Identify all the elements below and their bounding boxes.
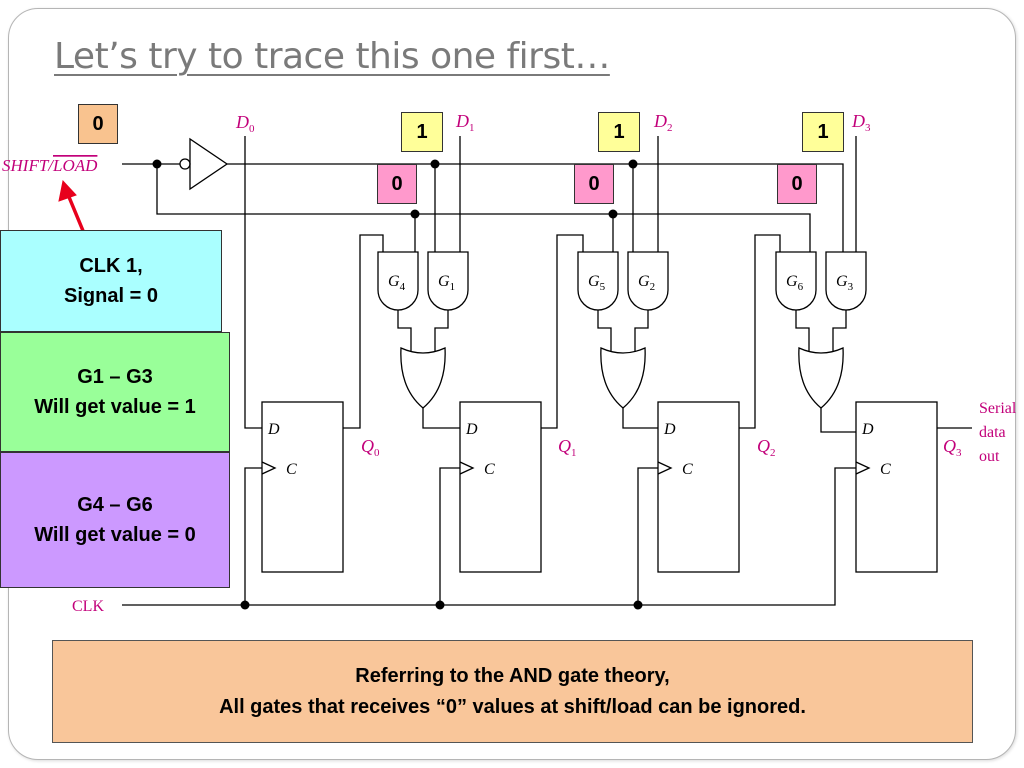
q1-feedback (541, 234, 584, 429)
gate-g1 (427, 251, 469, 311)
ff3-d-label: D (861, 421, 874, 438)
gate-g3 (825, 251, 867, 311)
inverter-triangle (189, 137, 229, 191)
ff1-d-label: D (465, 421, 478, 438)
gate-g3-label: G3 (836, 273, 854, 293)
ff1-c-label: C (484, 461, 495, 478)
or-gate-1 (400, 347, 446, 409)
inverted-value-box-1: 0 (377, 164, 417, 204)
d1-label: D1 (455, 111, 475, 134)
gate-g4 (377, 251, 419, 311)
inverter-bubble (179, 158, 191, 170)
gate-g1-label: G1 (438, 273, 455, 293)
d2-label: D2 (653, 111, 673, 134)
inverted-value-box-2: 0 (574, 164, 614, 204)
clk-label: CLK (72, 598, 104, 615)
panel-g1-g3-line2: Will get value = 1 (34, 396, 196, 418)
shift-load-label: SHIFT/LOAD (2, 156, 98, 175)
ff2-d-label: D (663, 421, 676, 438)
panel-g1-g3: G1 – G3 Will get value = 1 (0, 332, 230, 452)
flip-flop-2 (657, 401, 740, 573)
gate-g5-label: G5 (588, 273, 606, 293)
panel-clk-signal: CLK 1, Signal = 0 (0, 230, 222, 332)
explanation-note: Referring to the AND gate theory, All ga… (52, 640, 973, 743)
d0-wire (244, 136, 262, 429)
serial-out-line2: data (979, 424, 1006, 441)
slide-title: Let’s try to trace this one first… (54, 36, 610, 77)
panel-clk-line2: Signal = 0 (64, 285, 158, 307)
gate-g5 (577, 251, 619, 311)
or-gate-2 (600, 347, 646, 409)
d1-value-box: 1 (401, 112, 443, 152)
ff3-c-label: C (880, 461, 891, 478)
flip-flop-0 (261, 401, 344, 573)
true-line (156, 164, 811, 252)
gate-g2 (627, 251, 669, 311)
q0-label: Q0 (361, 436, 380, 459)
clk-wire (122, 467, 856, 606)
q3-label: Q3 (943, 436, 962, 459)
gate-g2-label: G2 (638, 273, 655, 293)
junction-dots (152, 159, 643, 610)
inverted-value-box-3: 0 (777, 164, 817, 204)
gate-g6 (775, 251, 817, 311)
d2-value-box: 1 (598, 112, 640, 152)
gate-g4-label: G4 (388, 273, 406, 293)
ff0-c-label: C (286, 461, 297, 478)
or-gate-3 (798, 347, 844, 409)
q2-label: Q2 (757, 436, 776, 459)
serial-out-line1: Serial (979, 400, 1017, 417)
q2-feedback (739, 234, 781, 429)
note-line1: Referring to the AND gate theory, (355, 664, 670, 687)
ff0-d-label: D (267, 421, 280, 438)
serial-out-line3: out (979, 448, 1000, 465)
shift-load-value-box: 0 (78, 104, 118, 144)
panel-g4-g6: G4 – G6 Will get value = 0 (0, 452, 230, 588)
note-line2: All gates that receives “0” values at sh… (219, 695, 806, 718)
d3-value-box: 1 (802, 112, 844, 152)
q0-feedback (343, 234, 384, 429)
d0-label: D0 (235, 112, 255, 135)
panel-g1-g3-line1: G1 – G3 (77, 366, 153, 388)
d3-label: D3 (851, 111, 871, 134)
panel-g4-g6-line1: G4 – G6 (77, 494, 153, 516)
gate-g6-label: G6 (786, 273, 804, 293)
flip-flop-3 (855, 401, 938, 573)
ff2-c-label: C (682, 461, 693, 478)
panel-g4-g6-line2: Will get value = 0 (34, 524, 196, 546)
panel-clk-line1: CLK 1, (79, 255, 143, 277)
flip-flop-1 (459, 401, 542, 573)
q1-label: Q1 (558, 436, 577, 459)
inverted-line (227, 163, 844, 252)
